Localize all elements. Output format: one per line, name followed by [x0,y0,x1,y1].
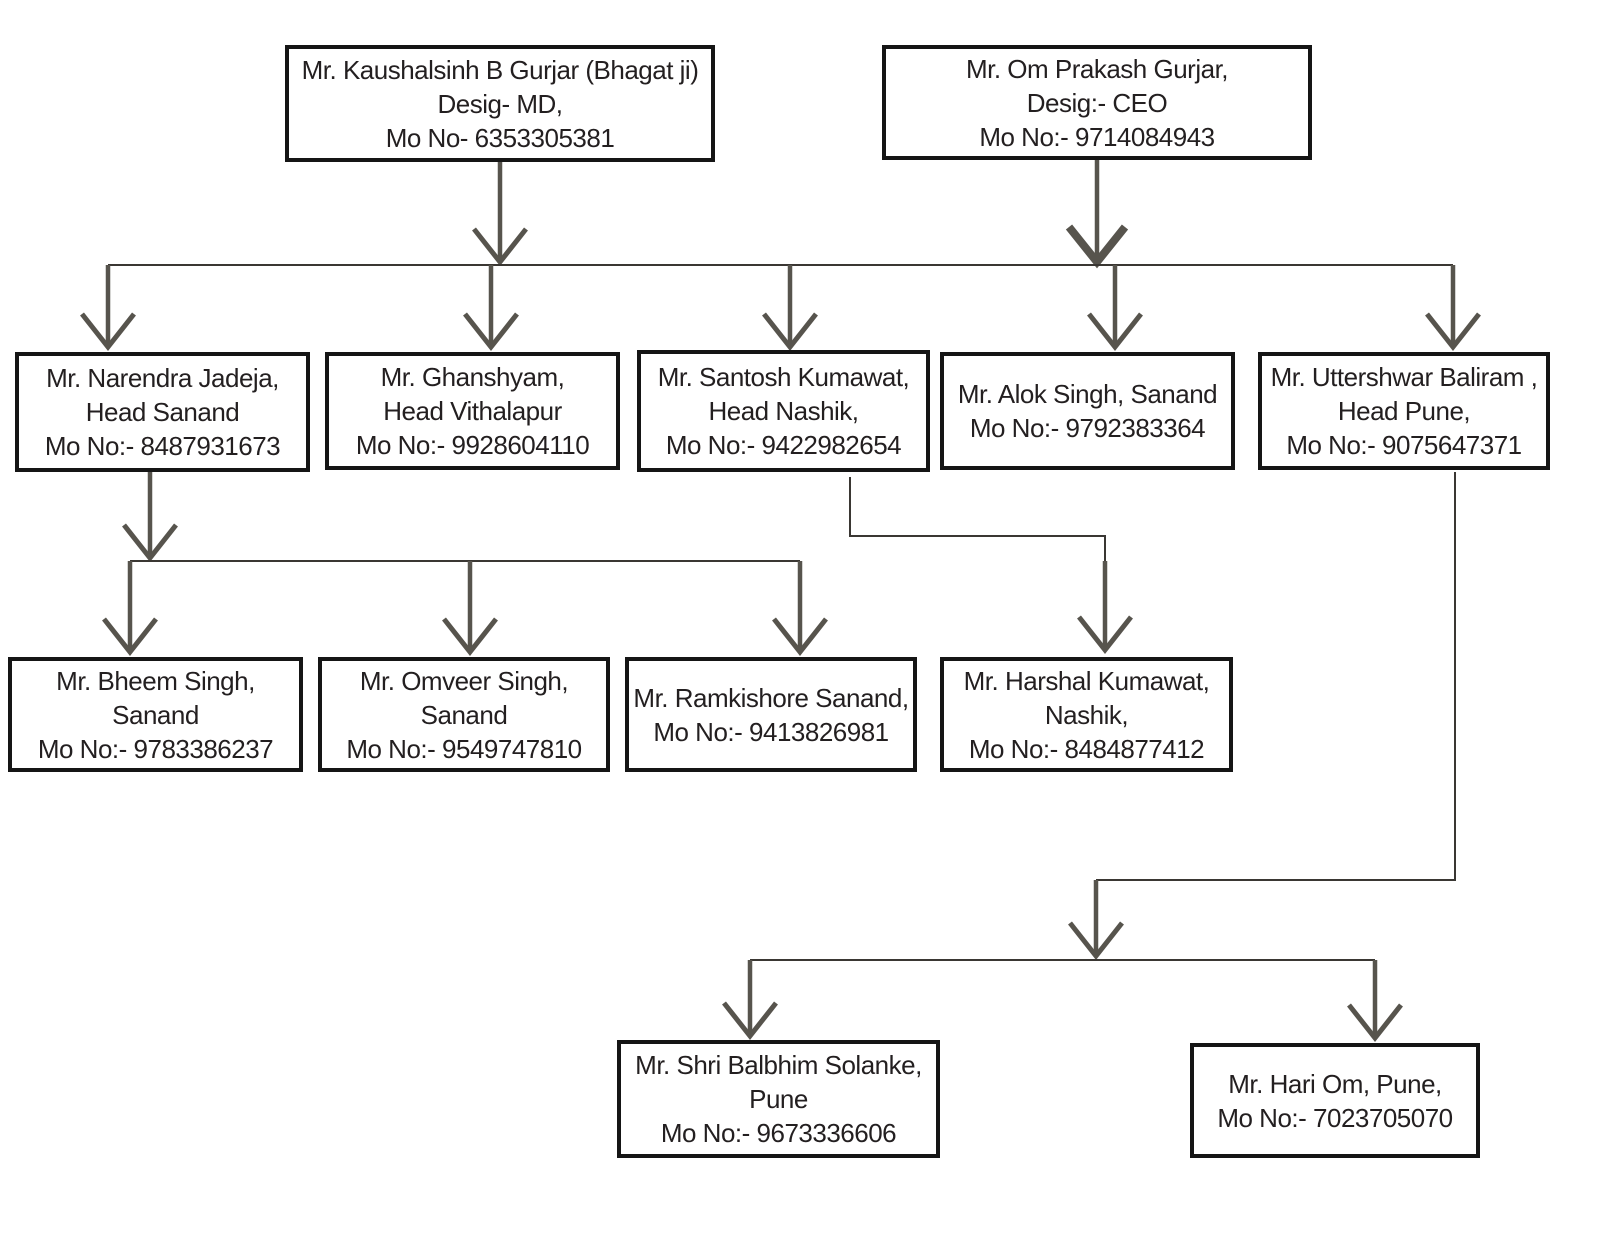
node-phone: Mo No:- 9783386237 [37,733,274,764]
node-role: Nashik, [1044,699,1129,730]
node-name: Mr. Shri Balbhim Solanke, [635,1050,922,1080]
org-node-ceo: Mr. Om Prakash Gurjar, Desig:- CEO Mo No… [882,45,1312,160]
node-phone: Mo No:- 9422982654 [665,430,902,460]
node-name: Mr. Alok Singh, Sanand [957,379,1218,409]
org-node-santosh-kumawat: Mr. Santosh Kumawat, Head Nashik, Mo No:… [637,350,930,472]
org-node-ghanshyam: Mr. Ghanshyam, Head Vithalapur Mo No:- 9… [325,352,620,470]
org-node-uttershwar-baliram: Mr. Uttershwar Baliram , Head Pune, Mo N… [1258,352,1550,470]
org-node-narendra-jadeja: Mr. Narendra Jadeja, Head Sanand Mo No:-… [15,352,310,472]
org-node-omveer-singh: Mr. Omveer Singh, Sanand Mo No:- 9549747… [318,657,610,772]
node-role: Sanand [112,699,199,730]
node-phone: Mo No:- 9673336606 [660,1118,897,1148]
node-phone: Mo No- 6353305381 [385,122,615,153]
org-node-alok-singh: Mr. Alok Singh, Sanand Mo No:- 979238336… [940,352,1235,470]
node-name: Mr. Omveer Singh, [359,665,569,696]
org-node-harshal-kumawat: Mr. Harshal Kumawat, Nashik, Mo No:- 848… [940,657,1233,772]
node-name: Mr. Santosh Kumawat, [657,362,910,392]
node-role: Pune [749,1084,808,1114]
node-name: Mr. Uttershwar Baliram , [1270,362,1538,392]
node-name: Mr. Om Prakash Gurjar, [965,53,1229,84]
node-name: Mr. Narendra Jadeja, [46,363,279,393]
node-role: Head Sanand [85,397,240,427]
node-name: Mr. Harshal Kumawat, [963,665,1210,696]
node-phone: Mo No:- 9928604110 [355,430,590,460]
org-node-balbhim-solanke: Mr. Shri Balbhim Solanke, Pune Mo No:- 9… [617,1040,940,1158]
node-phone: Mo No:- 9792383364 [969,413,1206,443]
org-node-ramkishore: Mr. Ramkishore Sanand, Mo No:- 941382698… [625,657,917,772]
node-phone: Mo No:- 7023705070 [1217,1102,1453,1133]
node-role: Sanand [420,699,508,730]
node-phone: Mo No:- 9075647371 [1286,430,1522,460]
node-role: Head Vithalapur [383,396,562,426]
node-name: Mr. Hari Om, Pune, [1228,1068,1442,1099]
node-name: Mr. Bheem Singh, [56,665,255,696]
node-phone: Mo No:- 9714084943 [979,121,1215,152]
node-phone: Mo No:- 9549747810 [346,733,582,764]
org-node-hari-om: Mr. Hari Om, Pune, Mo No:- 7023705070 [1190,1043,1480,1158]
node-phone: Mo No:- 9413826981 [653,716,889,747]
node-name: Mr. Kaushalsinh B Gurjar (Bhagat ji) [301,54,699,85]
node-name: Mr. Ramkishore Sanand, [633,682,909,713]
node-role: Head Pune, [1337,396,1471,426]
node-name: Mr. Ghanshyam, [380,362,565,392]
node-phone: Mo No:- 8484877412 [968,733,1205,764]
node-role: Desig- MD, [437,88,563,119]
node-phone: Mo No:- 8487931673 [44,431,281,461]
node-role: Head Nashik, [708,396,859,426]
node-role: Desig:- CEO [1026,87,1168,118]
org-node-bheem-singh: Mr. Bheem Singh, Sanand Mo No:- 97833862… [8,657,303,772]
org-node-md: Mr. Kaushalsinh B Gurjar (Bhagat ji) Des… [285,45,715,162]
